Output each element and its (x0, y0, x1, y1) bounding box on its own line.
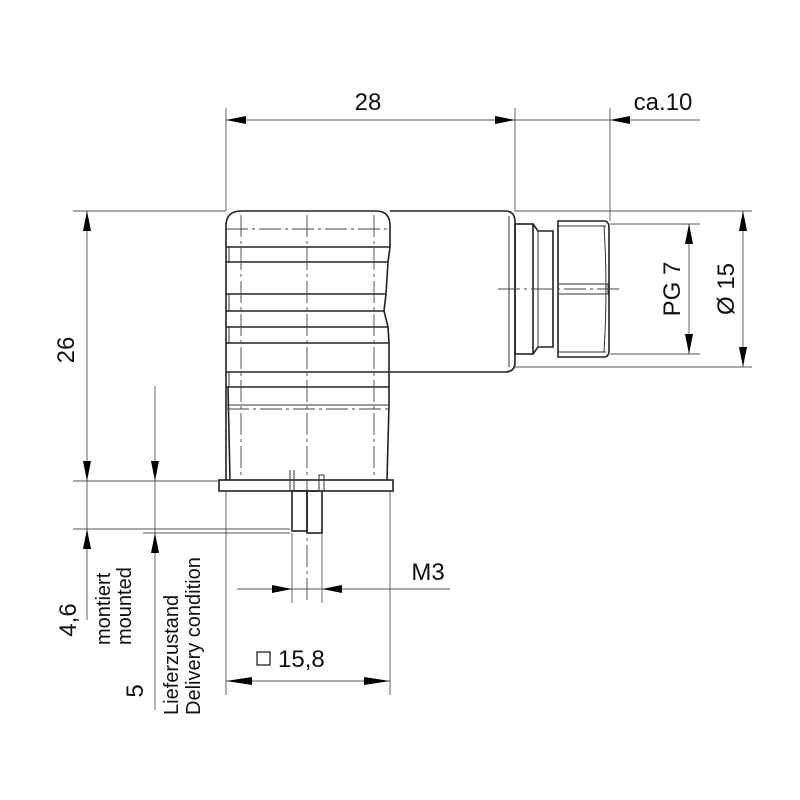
connector-housing (218, 210, 516, 492)
dim-delivery-5: 5 (122, 684, 149, 697)
dim-gland-length: ca.10 (634, 89, 693, 116)
screw-and-pins (289, 470, 325, 534)
cable-gland (514, 220, 610, 358)
dim-diameter: Ø 15 (713, 263, 740, 315)
note-mounted-de: montiert (93, 572, 115, 645)
dim-height-26: 26 (53, 337, 80, 364)
note-delivery-en: Delivery condition (183, 557, 205, 715)
note-mounted-en: mounted (114, 567, 136, 645)
dimension-labels: 28 ca.10 26 PG 7 Ø 15 M3 15,8 4,6 montie… (53, 89, 740, 715)
dim-pg-thread: PG 7 (659, 262, 686, 317)
note-delivery-de: Lieferzustand (161, 595, 183, 715)
center-lines (226, 215, 620, 600)
dim-screw-m3: M3 (411, 559, 444, 586)
square-symbol-icon (256, 651, 271, 666)
dim-square-15-8: 15,8 (278, 646, 325, 673)
dim-mounted-4-6: 4,6 (55, 603, 82, 636)
dim-width-28: 28 (355, 89, 382, 116)
dimension-lines (73, 108, 752, 710)
